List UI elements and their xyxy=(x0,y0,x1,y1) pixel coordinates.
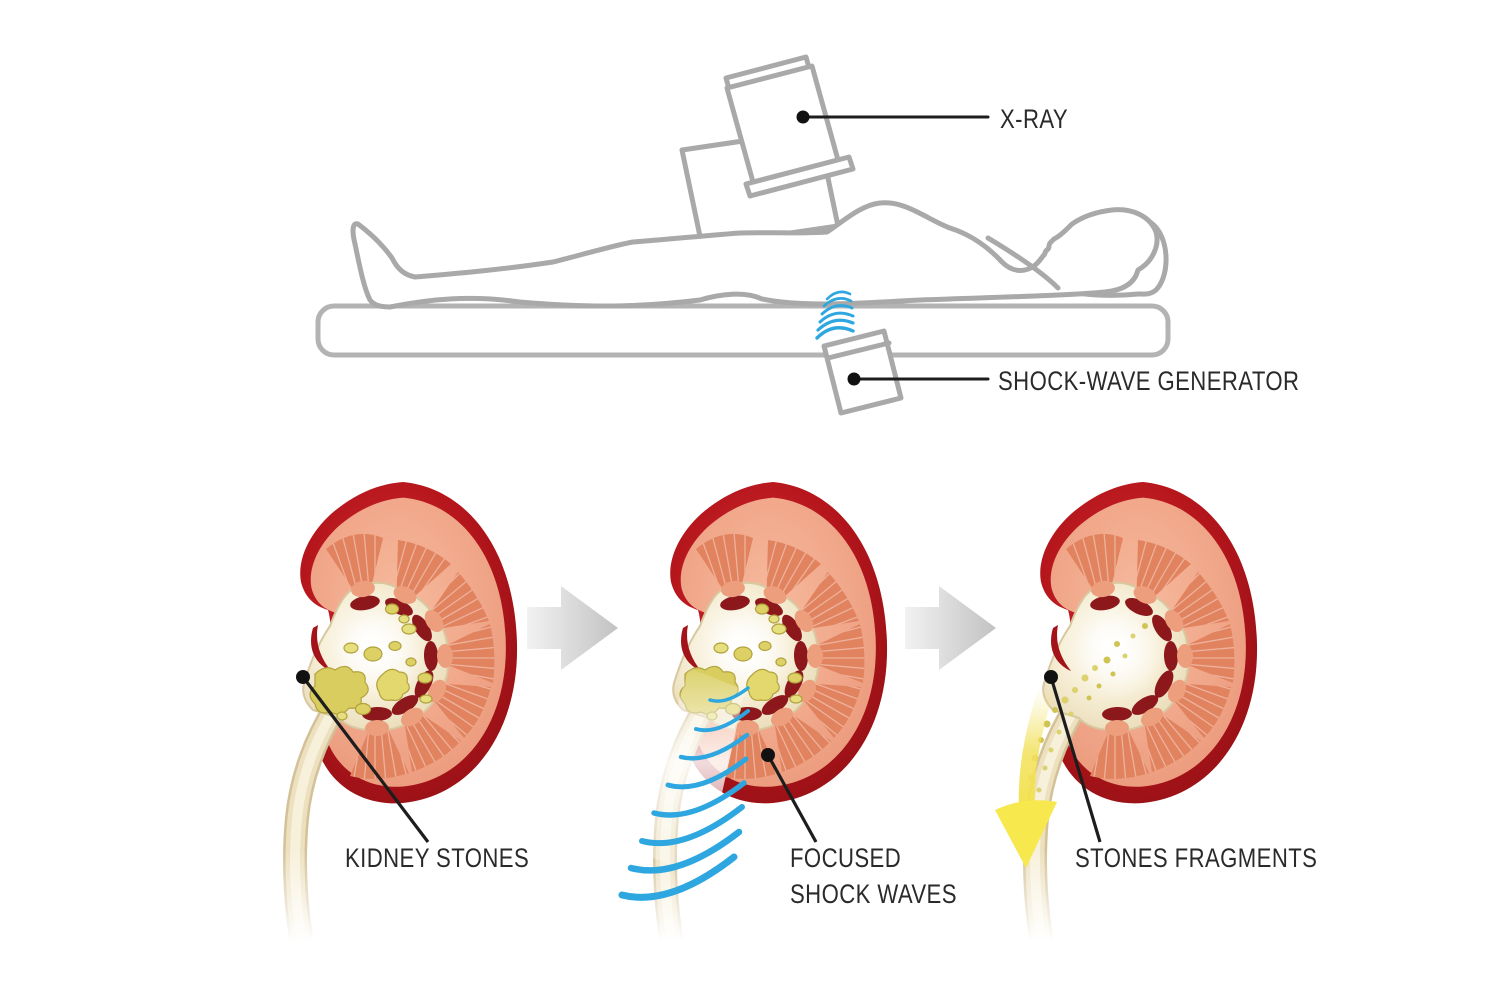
stones-leader-dot xyxy=(296,670,310,684)
panel-leaders xyxy=(296,670,1102,843)
shock-wave-beam xyxy=(633,668,745,878)
treatment-table xyxy=(315,303,1171,358)
panel-kidney-stones xyxy=(255,482,517,958)
panel-stones-fragments xyxy=(995,482,1257,958)
xray-leader-dot xyxy=(796,110,810,124)
shock-wave-generator xyxy=(821,328,904,416)
generator-label: SHOCK-WAVE GENERATOR xyxy=(998,366,1300,396)
generator-waves xyxy=(815,290,855,340)
apparatus-leaders xyxy=(796,110,990,386)
xray-label: X-RAY xyxy=(1000,104,1069,134)
patient-body xyxy=(350,200,1160,310)
waves-leader-line xyxy=(766,754,818,843)
xray-bottom-plate xyxy=(743,154,856,199)
step-arrow-1 xyxy=(527,586,618,670)
step-arrow-2 xyxy=(905,586,996,670)
generator-leader-dot xyxy=(847,372,861,386)
panel-focused-shock-waves xyxy=(622,482,887,958)
urine-flow-stream xyxy=(1018,680,1055,822)
focused-shock-waves-caption: FOCUSED SHOCK WAVES xyxy=(790,840,957,912)
apparatus-scene xyxy=(315,54,1171,416)
fragments-leader-line xyxy=(1049,676,1102,843)
waves-leader-dot xyxy=(761,748,775,762)
focused-shock-waves xyxy=(618,686,750,901)
xray-head-unit xyxy=(723,54,856,199)
focused-caption-line2: SHOCK WAVES xyxy=(790,879,957,909)
fragments-leader-dot xyxy=(1044,670,1058,684)
flow-arrowhead xyxy=(995,800,1057,868)
kidney-stones-caption: KIDNEY STONES xyxy=(345,843,530,873)
focused-caption-line1: FOCUSED xyxy=(790,843,902,873)
stones-leader-line xyxy=(301,676,430,843)
stones-fragments-caption: STONES FRAGMENTS xyxy=(1075,843,1318,873)
patient-arm xyxy=(985,235,1061,291)
